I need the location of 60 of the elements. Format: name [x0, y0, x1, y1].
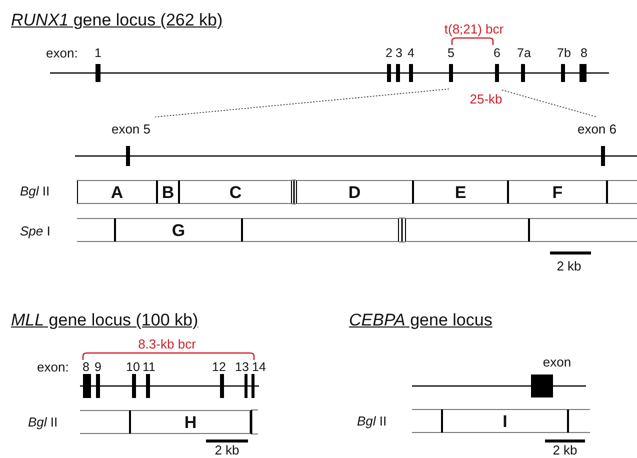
scale-label: 2 kb	[214, 444, 240, 456]
exon-number: 14	[252, 360, 266, 374]
restriction-fragment	[529, 218, 637, 242]
restriction-fragment	[77, 180, 157, 204]
fragment-letter: E	[454, 184, 466, 200]
restriction-fragment	[77, 218, 115, 242]
exon-number: 11	[142, 360, 156, 374]
fragment-letter: I	[502, 412, 508, 430]
row-label: exon:	[37, 360, 69, 374]
exon-number: 4	[408, 46, 414, 60]
restriction-fragment	[179, 180, 292, 204]
exon-number: 7a	[517, 46, 531, 60]
restriction-fragment	[157, 180, 179, 204]
region-label: 25-kb	[470, 92, 502, 106]
restriction-fragment	[296, 180, 413, 204]
fragment-letter: F	[552, 184, 563, 200]
enzyme-label: Spe I	[20, 224, 50, 238]
exon-number: 6	[494, 46, 500, 60]
exon-number: 2	[386, 46, 392, 60]
restriction-fragment	[405, 218, 529, 242]
fragment-letter: D	[348, 184, 361, 200]
exon-number: 13	[235, 360, 249, 374]
exon-number: 12	[212, 360, 226, 374]
exon-number: 1	[94, 46, 102, 60]
restriction-fragment	[242, 218, 399, 242]
fragment-letter: B	[162, 184, 174, 200]
fragment-letter: A	[110, 184, 124, 200]
restriction-fragment	[413, 180, 508, 204]
heading: CEBPA gene locus	[349, 312, 492, 328]
scale-label: 2 kb	[552, 444, 578, 456]
enzyme-label: Bgl II	[20, 184, 50, 198]
fragment-letter: H	[184, 414, 197, 430]
restriction-fragment	[412, 409, 442, 433]
restriction-fragment	[607, 180, 637, 204]
enzyme-label: Bgl II	[357, 414, 387, 428]
exon-number: 9	[94, 360, 102, 374]
exon-number: 8	[580, 46, 588, 60]
region-label: 8.3-kb bcr	[138, 338, 196, 350]
region-label: t(8;21) bcr	[444, 22, 504, 36]
enzyme-label: Bgl II	[28, 416, 58, 428]
restriction-fragment	[568, 409, 590, 433]
exon-number: 7b	[557, 46, 571, 60]
exon-label: exon 6	[577, 122, 617, 136]
restriction-fragment	[442, 409, 568, 433]
heading: MLL gene locus (100 kb)	[11, 312, 198, 328]
restriction-fragment	[115, 218, 242, 242]
exon-number: 10	[126, 360, 140, 374]
restriction-fragment	[80, 410, 130, 434]
fragment-letter: C	[229, 184, 242, 200]
exon-number: 3	[396, 46, 402, 60]
row-label: exon:	[46, 46, 78, 60]
exon-label: exon 5	[111, 122, 151, 136]
scale-label: 2 kb	[556, 260, 582, 272]
exon-number: 8	[82, 360, 90, 374]
heading: RUNX1 gene locus (262 kb)	[11, 12, 223, 28]
restriction-fragment	[508, 180, 607, 204]
restriction-fragment	[130, 410, 251, 434]
exon-number: 5	[448, 46, 454, 60]
exon-label: exon	[542, 356, 572, 368]
fragment-letter: G	[172, 222, 186, 238]
